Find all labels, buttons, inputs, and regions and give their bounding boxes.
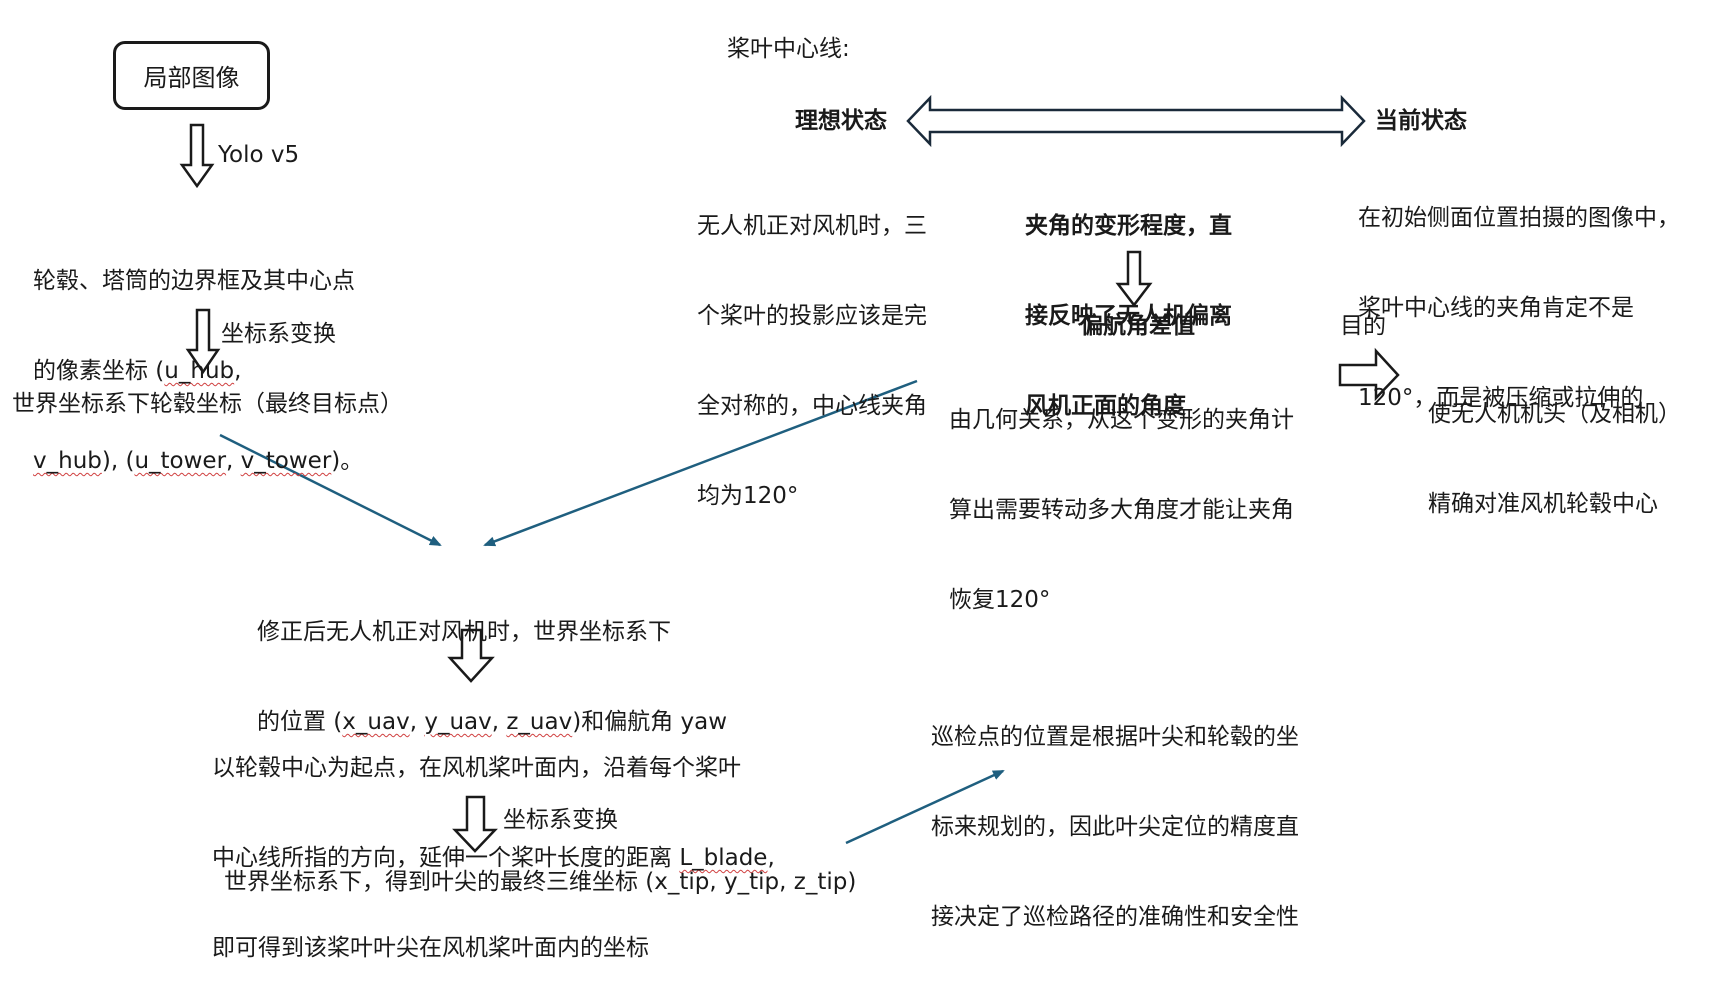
hub-bbox-text: 轮毂、塔筒的边界框及其中心点 的像素坐标 (u_hub, v_hub), (u_… <box>33 206 363 506</box>
ideal-state-desc: 无人机正对风机时，三 个桨叶的投影应该是完 全对称的，中心线夹角 均为120° <box>697 151 927 541</box>
blade-tip-text-part: 中心线所指的方向，延伸一个桨叶长度的距离 <box>212 845 680 871</box>
var-v-tower: v_tower <box>240 448 332 474</box>
corrected-position-text: 修正后无人机正对风机时，世界坐标系下 的位置 (x_uav, y_uav, z_… <box>257 557 727 767</box>
var-l-blade: L_blade <box>679 845 768 871</box>
down-arrow-transform-2 <box>452 795 498 853</box>
corrected-pos-line-1: 修正后无人机正对风机时，世界坐标系下 <box>257 619 671 645</box>
purpose-desc-line: 精确对准风机轮毂中心 <box>1428 491 1658 517</box>
corrected-pos-text-part: )和偏航角 yaw <box>572 709 728 735</box>
coord-transform-label-1: 坐标系变换 <box>221 321 336 347</box>
blade-tip-line-2: 中心线所指的方向，延伸一个桨叶长度的距离 L_blade, <box>212 843 775 873</box>
local-image-box: 局部图像 <box>113 41 270 110</box>
final-tip-coord-text: 世界坐标系下，得到叶尖的最终三维坐标 (x_tip, y_tip, z_tip) <box>224 869 857 895</box>
current-state-desc: 在初始侧面位置拍摄的图像中， 桨叶中心线的夹角肯定不是 120°，而是被压缩或拉… <box>1358 143 1680 443</box>
current-desc-line: 桨叶中心线的夹角肯定不是 <box>1358 295 1634 321</box>
yaw-diff-title: 偏航角差值 <box>1080 313 1195 339</box>
down-arrow-transform-1 <box>185 308 221 375</box>
hub-bbox-text-part: , <box>226 448 241 474</box>
var-v-hub: v_hub <box>33 448 102 474</box>
local-image-label: 局部图像 <box>143 64 240 92</box>
blade-tip-method-text: 以轮毂中心为起点，在风机桨叶面内，沿着每个桨叶 中心线所指的方向，延伸一个桨叶长… <box>212 693 775 993</box>
coord-transform-label-2: 坐标系变换 <box>503 807 618 833</box>
down-arrow-corrected-to-blade <box>447 628 495 683</box>
current-state-title: 当前状态 <box>1375 108 1467 134</box>
world-hub-coord-text: 世界坐标系下轮毂坐标（最终目标点） <box>12 391 403 417</box>
inspection-desc-line: 标来规划的，因此叶尖定位的精度直 <box>931 814 1299 840</box>
ideal-desc-line: 无人机正对风机时，三 <box>697 213 927 239</box>
ideal-desc-line: 全对称的，中心线夹角 <box>697 393 927 419</box>
current-desc-line: 在初始侧面位置拍摄的图像中， <box>1358 205 1680 231</box>
purpose-desc: 使无人机机头（及相机） 精确对准风机轮毂中心 <box>1428 339 1681 549</box>
current-desc-line: 120°，而是被压缩或拉伸的 <box>1358 385 1644 411</box>
diagram-connectors <box>179 94 1400 853</box>
corrected-pos-text-part: , <box>491 709 507 735</box>
hub-bbox-text-part: ), ( <box>101 448 135 474</box>
hub-bbox-text-part: 的像素坐标 ( <box>33 358 165 384</box>
ideal-desc-line: 个桨叶的投影应该是完 <box>697 303 927 329</box>
purpose-label: 目的 <box>1340 313 1386 339</box>
yaw-desc-line: 由几何关系，从这个变形的夹角计 <box>949 407 1294 433</box>
right-arrow-purpose <box>1338 347 1400 402</box>
inspection-desc: 巡检点的位置是根据叶尖和轮毂的坐 标来规划的，因此叶尖定位的精度直 接决定了巡检… <box>931 662 1299 962</box>
inspection-desc-line: 巡检点的位置是根据叶尖和轮毂的坐 <box>931 724 1299 750</box>
ideal-desc-line: 均为120° <box>697 483 799 509</box>
corrected-pos-line-2: 的位置 (x_uav, y_uav, z_uav)和偏航角 yaw <box>257 707 727 737</box>
yaw-desc-line: 算出需要转动多大角度才能让夹角 <box>949 497 1294 523</box>
angle-desc-line: 接反映了无人机偏离 <box>1025 303 1232 329</box>
connector-hub-to-corrected <box>219 433 442 547</box>
hub-bbox-line-3: v_hub), (u_tower, v_tower)。 <box>33 446 363 476</box>
hub-bbox-line-2: 的像素坐标 (u_hub, <box>33 356 363 386</box>
blade-tip-line-1: 以轮毂中心为起点，在风机桨叶面内，沿着每个桨叶 <box>212 755 741 781</box>
var-z-uav: z_uav <box>506 709 573 735</box>
down-arrow-yolo <box>179 123 215 189</box>
var-u-hub: u_hub <box>164 358 235 384</box>
blade-tip-line-3: 即可得到该桨叶叶尖在风机桨叶面内的坐标 <box>212 935 649 961</box>
angle-deformation-desc: 夹角的变形程度，直 接反映了无人机偏离 风机正面的角度 <box>1025 151 1232 451</box>
blade-centerline-label: 桨叶中心线: <box>727 36 850 62</box>
angle-desc-line: 夹角的变形程度，直 <box>1025 213 1232 239</box>
yolo-label: Yolo v5 <box>218 142 300 168</box>
hub-bbox-line-1: 轮毂、塔筒的边界框及其中心点 <box>33 268 355 294</box>
down-arrow-angle-to-yaw <box>1115 250 1153 308</box>
yaw-diff-desc: 由几何关系，从这个变形的夹角计 算出需要转动多大角度才能让夹角 恢复120° <box>949 345 1294 645</box>
ideal-state-title: 理想状态 <box>795 108 887 134</box>
connector-yaw-to-corrected <box>483 379 918 547</box>
purpose-desc-line: 使无人机机头（及相机） <box>1428 401 1681 427</box>
corrected-pos-text-part: , <box>409 709 425 735</box>
double-arrow-blade-centerline <box>906 94 1366 148</box>
inspection-desc-line: 接决定了巡检路径的准确性和安全性 <box>931 904 1299 930</box>
angle-desc-line: 风机正面的角度 <box>1025 393 1186 419</box>
var-y-uav: y_uav <box>424 709 492 735</box>
yaw-desc-line: 恢复120° <box>949 587 1051 613</box>
corrected-pos-text-part: 的位置 ( <box>257 709 343 735</box>
var-x-uav: x_uav <box>342 709 410 735</box>
connector-final-to-inspection <box>845 769 1005 845</box>
hub-bbox-text-part: )。 <box>331 448 364 474</box>
hub-bbox-text-part: , <box>234 358 242 384</box>
var-u-tower: u_tower <box>134 448 227 474</box>
blade-tip-text-part: , <box>767 845 775 871</box>
